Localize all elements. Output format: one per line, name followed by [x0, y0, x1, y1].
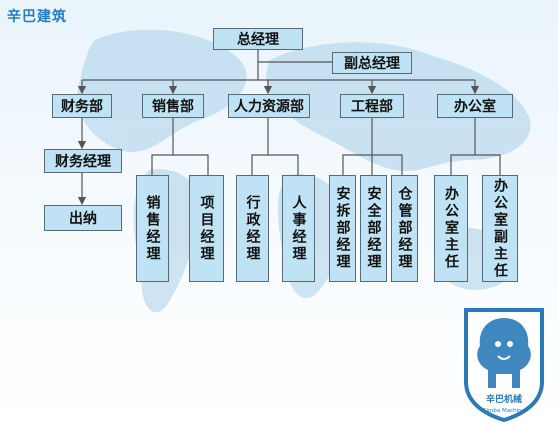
node-sales-manager: 销售经理	[136, 175, 169, 282]
node-cashier: 出纳	[44, 205, 122, 231]
node-installation-manager: 安拆部经理	[329, 175, 356, 282]
node-project-manager: 项目经理	[189, 175, 224, 282]
node-sales-dept: 销售部	[142, 94, 204, 118]
node-hr-dept: 人力资源部	[228, 94, 310, 118]
logo-subtext: Simba Machine	[483, 408, 526, 414]
node-engineering-dept: 工程部	[340, 94, 404, 118]
lion-icon	[477, 318, 531, 388]
lion-shield-logo: 辛巴机械 Simba Machine	[464, 308, 544, 422]
node-vice-ceo: 副总经理	[332, 52, 412, 74]
node-finance-manager: 财务经理	[44, 149, 122, 173]
node-ceo: 总经理	[213, 28, 303, 50]
logo-text: 辛巴机械	[486, 393, 522, 405]
node-office-dept: 办公室	[437, 94, 513, 118]
node-office-deputy-director: 办公室副主任	[482, 175, 518, 282]
node-personnel-manager: 人事经理	[282, 175, 315, 282]
node-finance-dept: 财务部	[52, 94, 112, 118]
brand-title: 辛巴建筑	[7, 9, 67, 25]
node-safety-manager: 安全部经理	[360, 175, 387, 282]
node-admin-manager: 行政经理	[236, 175, 269, 282]
node-office-director: 办公室主任	[434, 175, 468, 282]
node-warehouse-manager: 仓管部经理	[391, 175, 418, 282]
